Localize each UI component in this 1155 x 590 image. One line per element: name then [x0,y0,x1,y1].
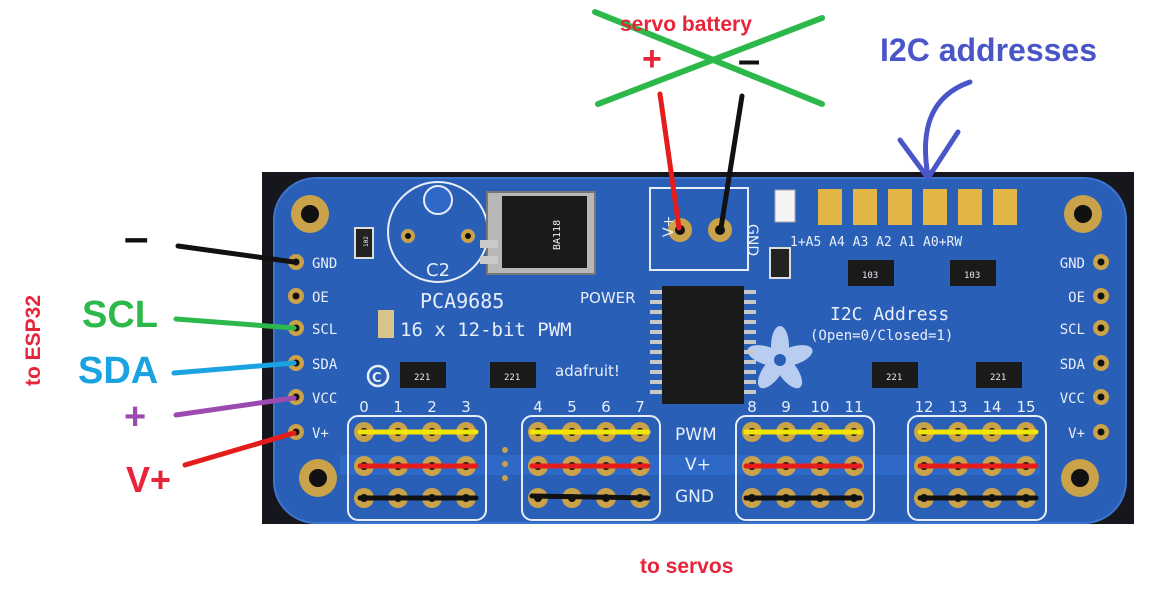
resistor-network [872,362,918,388]
copyright-symbol [366,364,390,388]
copyright-c: C [372,371,382,386]
battery-minus-label: – [738,38,761,82]
resistor-network [976,362,1022,388]
channel-number-label: 1 [393,398,403,416]
resistor-network [848,260,894,286]
right-pin-label: SCL [1060,322,1085,338]
right-pin-label: VCC [1060,391,1085,407]
adafruit-flower-logo [747,326,813,389]
left-pin-label: SCL [312,322,337,338]
terminal-gnd-label: GND [744,224,760,256]
left-annotation-wires [171,243,297,468]
minus-left-label: – [124,213,149,262]
mounting-holes [291,195,1102,497]
resistor-code-label: 221 [886,373,902,383]
plus-left-label: + [124,396,147,438]
i2c-arrowhead [897,129,961,181]
cross-out-line [595,15,825,107]
channel-number-label: 7 [635,398,645,416]
cross-out-line [592,9,825,107]
vplus-label: V+ [126,459,172,500]
smd-capacitor-2 [378,310,394,338]
pca9685-chip [650,286,756,404]
battery-plus-wire [657,91,682,231]
right-pin-label: V+ [1068,426,1085,442]
to-servos-label: to servos [640,555,734,578]
resistor-network [490,362,536,388]
left-pin-label: VCC [312,391,337,407]
battery-minus-wire [718,93,745,231]
resistor-network [400,362,446,388]
channel-number-label: 4 [533,398,543,416]
channel-number-label: 13 [948,398,967,416]
servo-wire-lines [357,429,1039,501]
vias [502,447,508,481]
row-label-gnd: GND [675,487,714,507]
smd-capacitor [354,227,374,259]
servo-header-outlines [347,415,1047,521]
channel-number-label: 15 [1016,398,1035,416]
resistor-code-label: 102 [363,236,370,247]
channel-number-label: 9 [781,398,791,416]
right-pin-label: GND [1060,256,1085,272]
scl-label: SCL [82,294,158,336]
channel-number-label: 2 [427,398,437,416]
voltage-regulator [480,191,596,275]
channel-number-label: 5 [567,398,577,416]
channel-number-label: 14 [982,398,1001,416]
power-led [774,189,796,223]
pcb-trace-band [340,455,1040,475]
channel-number-label: 6 [601,398,611,416]
resistor-code-label: 103 [964,271,980,281]
i2c-arrow [923,79,973,179]
row-label-pwm: PWM [675,425,717,445]
channel-number-label: 0 [359,398,369,416]
left-pin-label: SDA [312,357,338,373]
channel-number-label: 8 [747,398,757,416]
row-label-vplus: V+ [685,455,711,475]
left-pin-label: V+ [312,426,329,442]
left-pin-label: GND [312,256,337,272]
channel-number-label: 3 [461,398,471,416]
resistor-code-label: 221 [414,373,430,383]
channel-number-label: 10 [810,398,829,416]
resistor-network [950,260,996,286]
capacitor-label: C2 [426,260,450,281]
left-pin-label: OE [312,290,329,306]
smd-resistor [769,247,791,279]
power-label: POWER [580,289,636,307]
resistor-code-label: 221 [504,373,520,383]
i2c-address-note: (Open=0/Closed=1) [810,328,953,344]
resistor-code-label: 221 [990,373,1006,383]
resistor-code-label: 103 [862,271,878,281]
servo-battery-label: servo battery [620,13,752,36]
right-pin-label: OE [1068,290,1085,306]
channel-number-label: 11 [844,398,863,416]
sda-label: SDA [78,350,159,392]
terminal-vplus-label: V+ [661,216,677,237]
i2c-addresses-label: I2C addresses [880,32,1098,68]
to-esp32-label: to ESP32 [22,294,46,387]
right-pin-label: SDA [1060,357,1086,373]
address-jumper-labels: 1+A5 A4 A3 A2 A1 A0+RW [790,235,962,250]
channel-number-label: 12 [914,398,933,416]
i2c-address-title: I2C Address [830,304,949,325]
power-terminal-outline [649,187,749,271]
chip-name-label: PCA9685 [420,289,504,313]
address-jumper-pads [818,189,1017,225]
regulator-code: BA118 [552,220,563,250]
board-subtitle: 16 x 12-bit PWM [400,319,572,341]
capacitor-c2 [387,181,489,283]
brand-label: adafruit! [555,362,620,380]
right-header-pins [1093,254,1109,440]
battery-plus-label: + [642,40,662,78]
